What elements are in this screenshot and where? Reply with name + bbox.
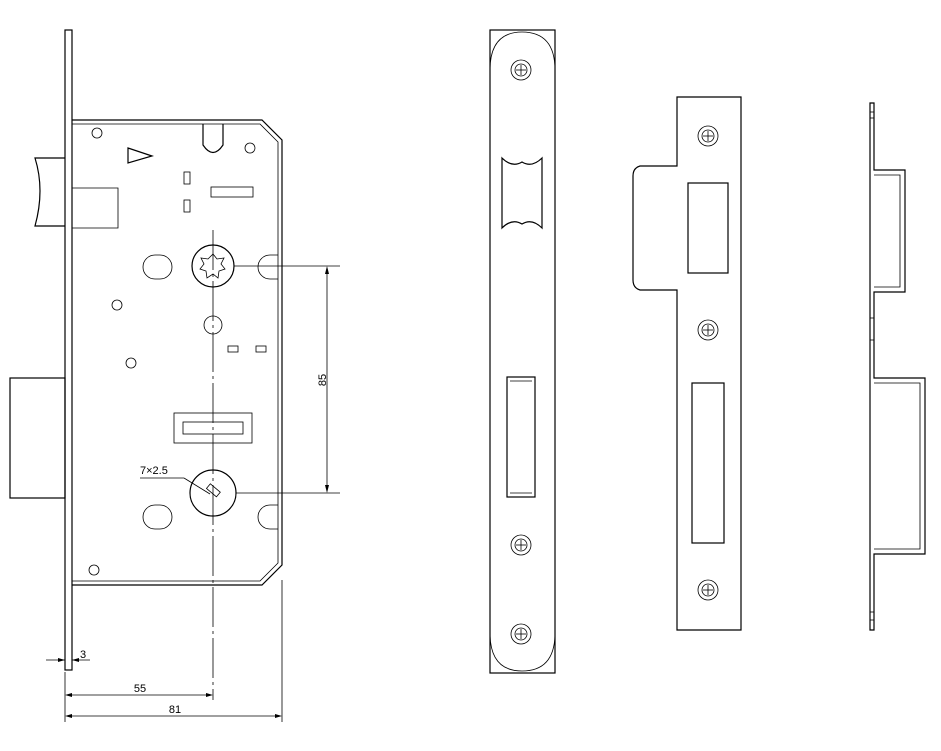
slot [210, 186, 254, 198]
deadbolt-opening [506, 376, 536, 498]
dead-bolt [9, 377, 66, 499]
strike-plate-outline [632, 96, 742, 631]
screw-icon [510, 534, 532, 556]
dimension-85: 85 [234, 265, 340, 494]
spindle-square [199, 253, 226, 279]
screw-icon [510, 623, 532, 645]
dimension-label-55: 55 [134, 683, 146, 695]
dimension-label-85: 85 [317, 374, 329, 386]
cylinder-cam [205, 483, 221, 498]
dimension-55: 55 [64, 672, 213, 722]
faceplate-bottom-arc [489, 632, 556, 672]
triangle-marker [127, 147, 155, 164]
dimension-label-3: 3 [80, 649, 86, 661]
mounting-slot-left-upper [142, 254, 173, 280]
lock-case-inner [72, 123, 279, 582]
screw-hole [91, 127, 103, 139]
screw-hole [111, 299, 123, 311]
slot [255, 345, 267, 353]
dimension-3: 3 [46, 640, 90, 668]
faceplate-outline [489, 29, 556, 674]
lock-faceplate [64, 29, 73, 671]
slot [183, 171, 191, 185]
latch-bolt [34, 157, 65, 227]
strike-plate-side-view [869, 102, 926, 631]
screw-hole [125, 357, 137, 369]
dimension-81: 81 [65, 580, 283, 722]
strike-plate-front-view [632, 96, 742, 631]
strike-side-box-lower [874, 382, 921, 550]
mounting-slot-right-upper [257, 254, 278, 280]
latch-opening [501, 156, 543, 230]
slot [227, 345, 239, 353]
strike-side-box-upper [874, 174, 901, 288]
screw-hole [88, 564, 100, 576]
strike-deadbolt-window [691, 382, 725, 544]
screw-icon [510, 59, 532, 81]
faceplate-top-arc [489, 31, 556, 71]
lock-case-outline [72, 119, 283, 586]
screw-icon [697, 319, 719, 341]
strike-latch-window [687, 182, 729, 274]
slot [183, 199, 191, 213]
dimension-label-cylinder: 7×2.5 [140, 465, 168, 477]
faceplate-front-view [489, 29, 556, 674]
screw-icon [697, 125, 719, 147]
screw-hole [244, 142, 256, 154]
top-notch [202, 124, 224, 154]
dimension-label-81: 81 [169, 704, 181, 716]
screw-icon [697, 579, 719, 601]
dimension-cylinder: 7×2.5 [140, 465, 211, 495]
latch-tail [72, 187, 119, 229]
mounting-slot-left-lower [142, 504, 173, 530]
strike-side-outline [869, 102, 926, 631]
lock-body-view [9, 29, 283, 700]
mounting-slot-right-lower [257, 504, 278, 530]
